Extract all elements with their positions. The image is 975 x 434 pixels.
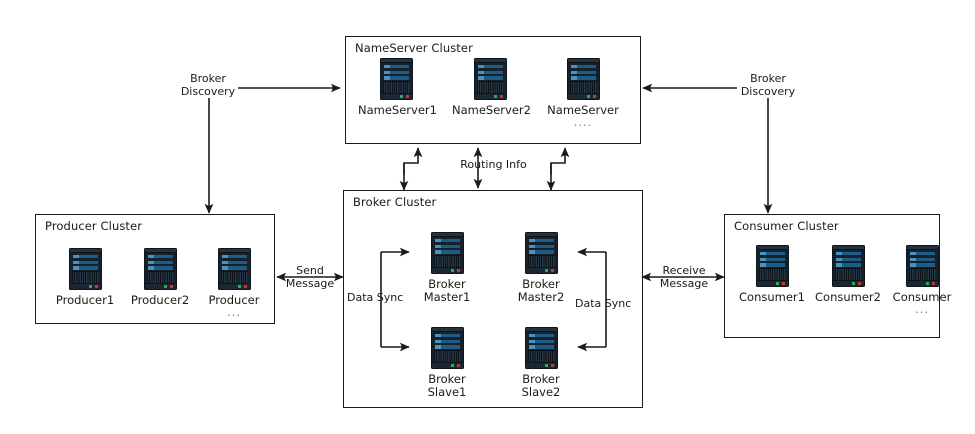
producer-cluster-title: Producer Cluster: [45, 219, 143, 233]
node-consumer2[interactable]: Consumer2: [810, 245, 886, 304]
node-label: Consumer: [892, 290, 952, 304]
node-broker-slave1[interactable]: Broker Slave1: [409, 327, 485, 399]
server-icon: [217, 248, 251, 290]
label-line2: Discovery: [180, 84, 236, 98]
node-ellipsis: ...: [227, 305, 241, 319]
node-label: Consumer1: [739, 290, 805, 304]
label-data-sync-left: Data Sync: [347, 291, 404, 304]
label-line2: Discovery: [740, 84, 796, 98]
node-label: Producer: [208, 293, 260, 307]
node-broker-master2[interactable]: Broker Master2: [503, 232, 579, 304]
label-receive-message: Receive Message: [648, 264, 720, 290]
broker-cluster-title: Broker Cluster: [353, 195, 437, 209]
producer-cluster[interactable]: Producer Cluster: [35, 214, 275, 324]
server-icon: [379, 58, 413, 100]
label-broker-discovery-right: Broker Discovery: [718, 72, 818, 98]
server-icon: [430, 232, 464, 274]
server-icon: [68, 248, 102, 290]
node-ellipsis: ...: [915, 302, 929, 316]
node-label: NameServer1: [358, 103, 437, 117]
consumer-cluster[interactable]: Consumer Cluster: [724, 214, 940, 338]
server-icon: [524, 327, 558, 369]
node-label-line1: Broker: [522, 372, 560, 386]
node-consumer1[interactable]: Consumer1: [734, 245, 810, 304]
label-line1: Broker: [190, 72, 226, 85]
node-nameserver2[interactable]: NameServer2: [452, 58, 531, 117]
label-data-sync-right: Data Sync: [575, 297, 632, 310]
node-broker-slave2[interactable]: Broker Slave2: [503, 327, 579, 399]
nameserver-cluster[interactable]: NameServer Cluster: [345, 36, 641, 144]
server-icon: [430, 327, 464, 369]
node-ellipsis: ....: [573, 115, 593, 129]
node-nameserver1[interactable]: NameServer1: [358, 58, 437, 117]
node-label: Producer2: [130, 293, 190, 307]
node-producer2[interactable]: Producer2: [122, 248, 198, 307]
node-label: Producer1: [55, 293, 115, 307]
node-consumer-more[interactable]: Consumer ...: [884, 245, 960, 315]
node-label: NameServer2: [452, 103, 531, 117]
node-producer1[interactable]: Producer1: [47, 248, 123, 307]
label-routing-info: Routing Info: [460, 158, 527, 171]
node-nameserver-more[interactable]: NameServer ....: [545, 58, 621, 128]
label-line1: Send: [296, 264, 324, 277]
node-label-line1: Broker: [428, 277, 466, 291]
node-broker-master1[interactable]: Broker Master1: [409, 232, 485, 304]
node-label-line2: Slave2: [521, 385, 561, 399]
node-label-line2: Master2: [517, 290, 565, 304]
node-label-line2: Master1: [423, 290, 471, 304]
edge-routing-info-left-up: [403, 147, 423, 175]
server-icon: [831, 245, 865, 287]
node-label: Consumer2: [815, 290, 881, 304]
server-icon: [524, 232, 558, 274]
server-icon: [143, 248, 177, 290]
nameserver-cluster-title: NameServer Cluster: [355, 41, 473, 55]
server-icon: [566, 58, 600, 100]
server-icon: [473, 58, 507, 100]
node-label-line2: Slave1: [427, 385, 467, 399]
label-line2: Message: [659, 276, 709, 290]
node-label: NameServer: [547, 103, 619, 117]
label-line1: Receive: [662, 264, 706, 277]
label-broker-discovery-left: Broker Discovery: [158, 72, 258, 98]
server-icon: [755, 245, 789, 287]
label-line2: Message: [285, 276, 335, 290]
consumer-cluster-title: Consumer Cluster: [734, 219, 839, 233]
edge-routing-info-right-up: [550, 147, 570, 175]
label-line1: Broker: [750, 72, 786, 85]
node-label-line1: Broker: [522, 277, 560, 291]
server-icon: [905, 245, 939, 287]
node-label-line1: Broker: [428, 372, 466, 386]
broker-cluster[interactable]: Broker Cluster: [343, 190, 643, 408]
label-send-message: Send Message: [279, 264, 341, 290]
node-producer-more[interactable]: Producer ...: [196, 248, 272, 318]
